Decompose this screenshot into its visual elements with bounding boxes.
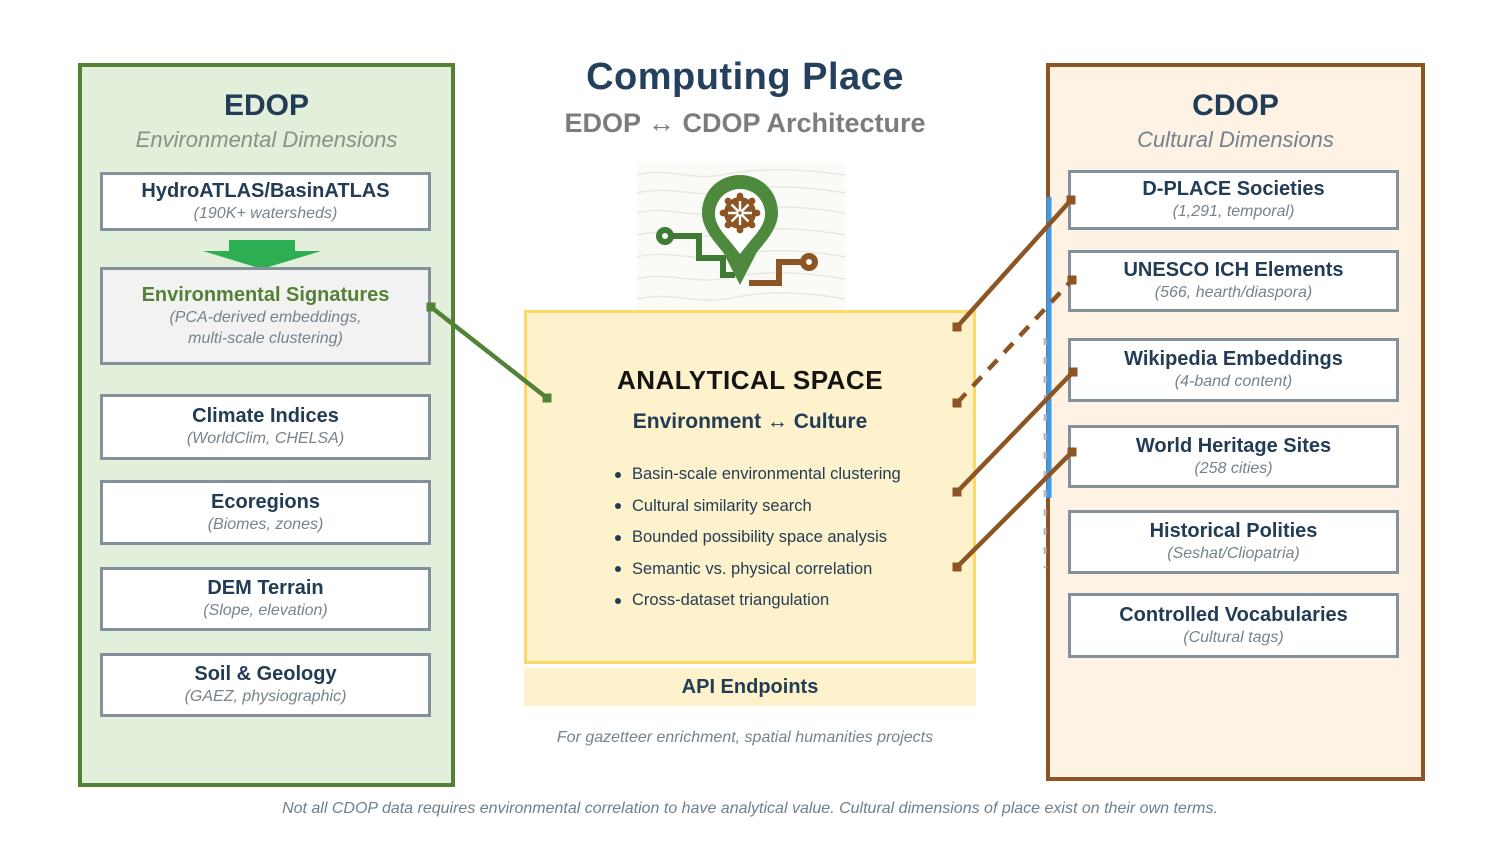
flower-medallion-icon (719, 192, 761, 234)
bullet-text: Basin-scale environmental clustering (632, 465, 901, 484)
box-title: World Heritage Sites (1135, 434, 1332, 457)
box-subtitle: (190K+ watersheds) (193, 204, 338, 222)
cdop-box-dplace-societies: D-PLACE Societies (1,291, temporal) (1068, 170, 1399, 230)
cdop-box-controlled-vocabularies: Controlled Vocabularies (Cultural tags) (1068, 593, 1399, 658)
api-endpoints-label: API Endpoints (681, 675, 819, 698)
bullet-item: Basin-scale environmental clustering (615, 459, 901, 491)
box-title: HydroATLAS/BasinATLAS (141, 179, 390, 202)
analytical-space-subtitle: Environment ↔ Culture (632, 410, 868, 433)
bullet-text: Cross-dataset triangulation (632, 591, 830, 610)
cdop-box-wikipedia-embeddings: Wikipedia Embeddings (4-band content) (1068, 338, 1399, 402)
edop-box-soil-geology: Soil & Geology (GAEZ, physiographic) (100, 653, 431, 717)
box-title: Soil & Geology (194, 663, 337, 686)
box-subtitle: (Cultural tags) (1183, 628, 1284, 646)
edop-subtitle: Environmental Dimensions (135, 127, 398, 152)
bullet-item: Semantic vs. physical correlation (615, 554, 901, 586)
cdop-box-historical-polities: Historical Polities (Seshat/Cliopatria) (1068, 510, 1399, 574)
edop-box-hydroatlas: HydroATLAS/BasinATLAS (190K+ watersheds) (100, 172, 431, 231)
bullet-item: Cross-dataset triangulation (615, 585, 901, 617)
box-subtitle: (WorldClim, CHELSA) (186, 430, 345, 448)
box-subtitle: (Seshat/Cliopatria) (1167, 545, 1300, 563)
footnote: Not all CDOP data requires environmental… (282, 800, 1218, 817)
analytical-space-bullet-list: Basin-scale environmental clustering Cul… (615, 459, 901, 617)
bullet-dot-icon (615, 566, 621, 573)
analytical-space-title: ANALYTICAL SPACE (616, 365, 884, 395)
bullet-text: Cultural similarity search (632, 496, 812, 515)
bullet-item: Bounded possibility space analysis (615, 522, 901, 554)
box-subtitle: (Biomes, zones) (207, 515, 324, 533)
box-title: Environmental Signatures (141, 283, 390, 306)
brown-circuit-icon (749, 253, 818, 286)
box-subtitle-line2: multi-scale clustering) (188, 329, 343, 347)
box-title: DEM Terrain (207, 577, 324, 600)
edop-box-ecoregions: Ecoregions (Biomes, zones) (100, 480, 431, 545)
cdop-subtitle: Cultural Dimensions (1137, 127, 1334, 152)
green-circuit-icon (656, 227, 735, 278)
edop-box-climate-indices: Climate Indices (WorldClim, CHELSA) (100, 394, 431, 460)
cdop-box-world-heritage-sites: World Heritage Sites (258 cities) (1068, 425, 1399, 488)
page-subtitle: EDOP ↔ CDOP Architecture (564, 108, 926, 138)
bullet-text: Bounded possibility space analysis (632, 528, 887, 547)
bullet-dot-icon (615, 534, 621, 541)
bullet-dot-icon (615, 597, 621, 604)
box-subtitle: (Slope, elevation) (203, 602, 328, 620)
box-title: Historical Polities (1149, 520, 1318, 543)
page-title: Computing Place (586, 56, 904, 98)
box-subtitle: (258 cities) (1194, 459, 1273, 477)
edop-title: EDOP (223, 89, 310, 122)
box-subtitle: (1,291, temporal) (1172, 203, 1295, 221)
bullet-item: Cultural similarity search (615, 491, 901, 523)
box-title: Ecoregions (211, 490, 320, 513)
edop-box-dem-terrain: DEM Terrain (Slope, elevation) (100, 567, 431, 631)
box-title: Climate Indices (192, 405, 339, 428)
analytical-space-box: ANALYTICAL SPACE Environment ↔ Culture B… (524, 310, 976, 664)
box-title: Wikipedia Embeddings (1124, 348, 1343, 371)
cdop-panel: CDOP Cultural Dimensions D-PLACE Societi… (1046, 63, 1425, 781)
box-subtitle: (566, hearth/diaspora) (1154, 284, 1313, 302)
api-endpoints-bar: API Endpoints (524, 668, 976, 706)
map-pin-icon (702, 175, 778, 285)
box-subtitle: (4-band content) (1174, 373, 1293, 391)
edop-panel: EDOP Environmental Dimensions HydroATLAS… (78, 63, 455, 787)
box-title: UNESCO ICH Elements (1123, 259, 1344, 282)
box-subtitle: (GAEZ, physiographic) (184, 688, 347, 706)
edop-box-environmental-signatures: Environmental Signatures (PCA-derived em… (100, 267, 431, 365)
bullet-dot-icon (615, 471, 621, 478)
cdop-box-unesco-ich: UNESCO ICH Elements (566, hearth/diaspor… (1068, 250, 1399, 312)
center-caption: For gazetteer enrichment, spatial humani… (556, 729, 934, 746)
cdop-title: CDOP (1192, 89, 1279, 122)
box-title: D-PLACE Societies (1142, 178, 1325, 201)
bullet-text: Semantic vs. physical correlation (632, 559, 873, 578)
box-title: Controlled Vocabularies (1119, 603, 1348, 626)
down-arrow-icon (203, 240, 321, 269)
box-subtitle: (PCA-derived embeddings, (169, 308, 362, 326)
bullet-dot-icon (615, 503, 621, 510)
computing-place-logo (637, 163, 845, 310)
